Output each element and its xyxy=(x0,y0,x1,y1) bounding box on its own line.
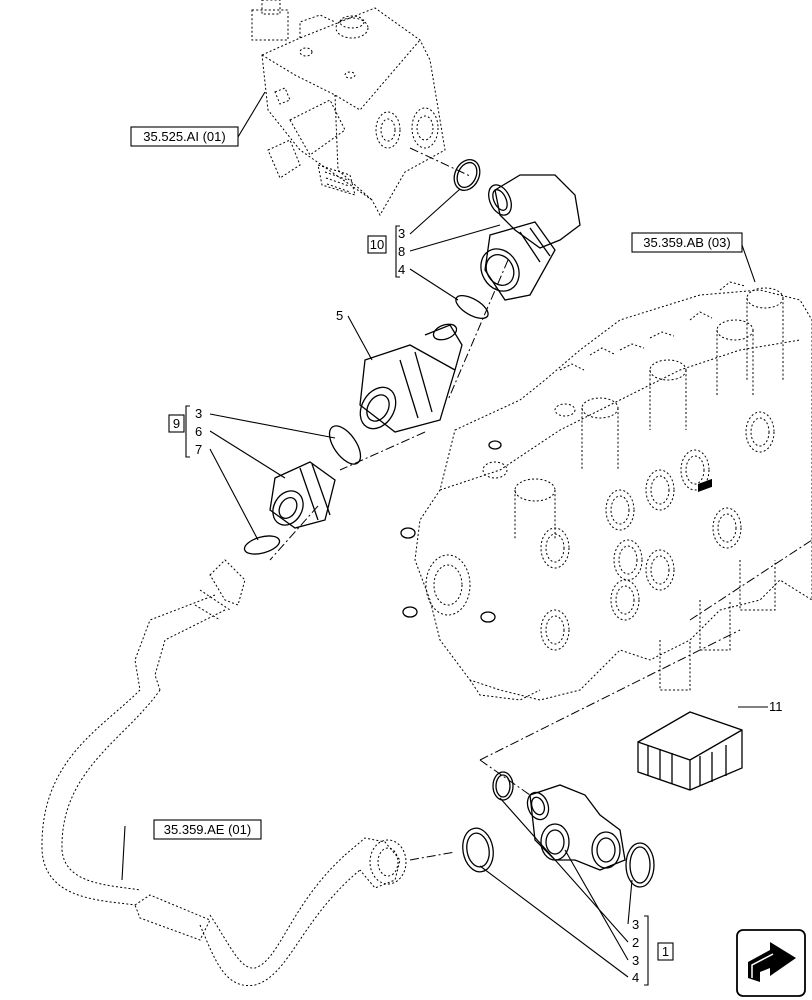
o-ring-3-lower xyxy=(492,771,514,801)
kit-label-1: 1 xyxy=(662,944,669,959)
callout-9-a: 3 xyxy=(195,406,202,421)
elbow-fitting xyxy=(480,174,581,301)
o-ring-3-right xyxy=(625,842,655,888)
callout-5: 5 xyxy=(336,308,343,323)
kit-box-1[interactable] xyxy=(657,942,674,961)
kit-box-9[interactable] xyxy=(168,414,185,433)
callout-11: 11 xyxy=(769,699,783,714)
callout-10-b: 8 xyxy=(398,244,405,259)
adapter-5 xyxy=(359,323,463,433)
callout-9-b: 6 xyxy=(195,424,202,439)
callout-10-a: 3 xyxy=(398,226,405,241)
ref-valve-block-text: 35.525.AI (01) xyxy=(143,129,225,144)
tee-fitting xyxy=(526,784,626,871)
callout-1-c: 3 xyxy=(632,953,639,968)
hose-assembly xyxy=(41,559,407,987)
mounting-bolts xyxy=(400,440,502,623)
kit-box-10[interactable] xyxy=(367,235,387,254)
callout-1-b: 2 xyxy=(632,935,639,950)
axis-line-upper xyxy=(409,147,471,177)
o-ring-middle xyxy=(328,425,362,465)
ref-box-valve-block[interactable] xyxy=(130,126,239,147)
o-ring-4-lower xyxy=(462,827,494,873)
kit-box xyxy=(637,478,743,791)
ref-box-control-valve[interactable] xyxy=(631,232,743,253)
ref-control-valve-text: 35.359.AB (03) xyxy=(643,235,730,250)
control-valve-body xyxy=(400,281,812,701)
next-page-arrow-icon[interactable] xyxy=(736,929,806,997)
valve-block xyxy=(251,0,446,217)
callout-10-c: 4 xyxy=(398,262,405,277)
o-ring-7 xyxy=(243,535,281,555)
o-ring-4-upper xyxy=(455,294,489,320)
callout-9-c: 7 xyxy=(195,442,202,457)
straight-fitting-6 xyxy=(269,461,336,529)
callout-1-d: 4 xyxy=(632,970,639,985)
kit-label-10: 10 xyxy=(370,237,384,252)
kit-label-9: 9 xyxy=(173,416,180,431)
ref-box-hose[interactable] xyxy=(153,819,262,840)
ref-hose-text: 35.359.AE (01) xyxy=(164,822,251,837)
callout-1-a: 3 xyxy=(632,917,639,932)
